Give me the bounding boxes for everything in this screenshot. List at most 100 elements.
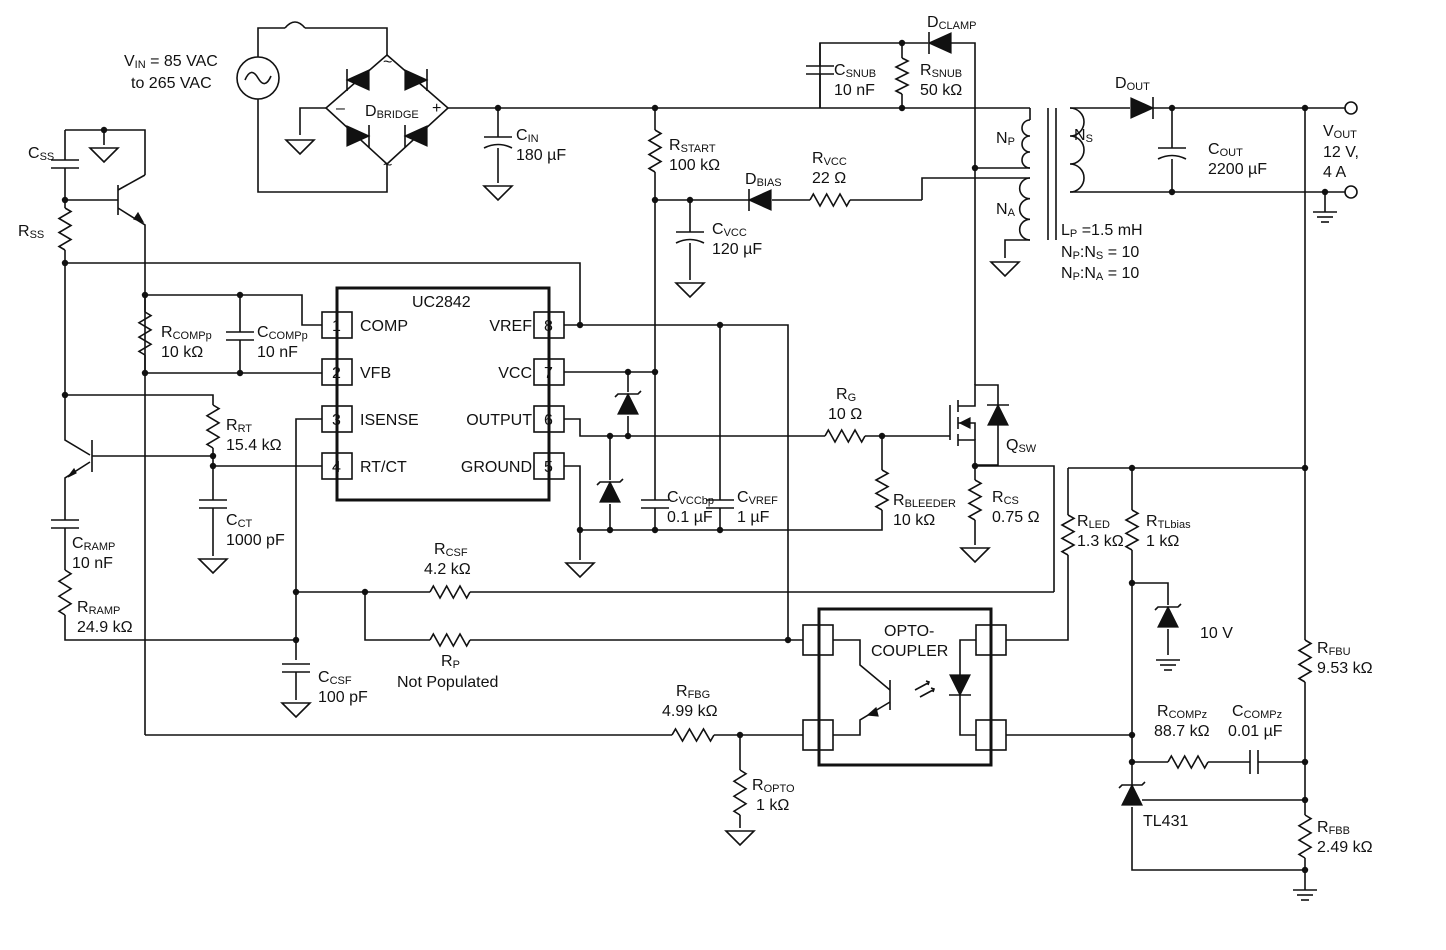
ropto-label: ROPTO [752,777,795,795]
rbleeder-resistor [874,469,890,511]
rg-label: RG [836,386,856,404]
junction-dot [1168,188,1176,196]
pin-box [533,405,565,433]
pin-box [321,358,353,386]
lp-label: LP =1.5 mH [1061,222,1143,240]
pnp-arrow [133,211,145,224]
rcompp-label: RCOMPp [161,324,212,342]
rcs-label-value: 0.75 Ω [992,509,1040,526]
pin-6-number: 6 [544,412,553,429]
ccompp-label: CCOMPp [257,324,308,342]
rp-label: RP [441,653,460,671]
rtn-terminal [1344,185,1358,199]
zener-10v-bar [1154,603,1182,611]
na-ground-icon [989,261,1021,278]
cout-label-value: 2200 µF [1208,161,1267,178]
bridge-tilde-top: ~ [383,54,392,71]
tl431-shunt [1121,783,1143,806]
pin-7-name: VCC [498,365,532,382]
rfbg-label: RFBG [676,683,710,701]
vin-label-2: to 265 VAC [131,75,212,92]
bridge-tilde-bottom: ~ [383,157,392,174]
wire [117,174,146,191]
cct-label-value: 1000 pF [226,532,285,549]
cvcc-capacitor-plate2 [675,238,705,244]
rramp-label: RRAMP [77,599,120,617]
csnub-label: CSNUB [834,62,876,80]
wire [975,465,1055,592]
wire [1006,560,1069,641]
rfbg-resistor [671,727,715,743]
rfbg-label-value: 4.99 kΩ [662,703,718,720]
junction-dot [624,432,632,440]
pin-box [533,358,565,386]
dbias-diode [747,189,772,211]
dbias-label: DBIAS [745,171,782,189]
rfbb-label: RFBB [1317,819,1350,837]
cvcc-label-value: 120 µF [712,241,762,258]
rvcc-label-value: 22 Ω [812,170,846,187]
uc2842-name: UC2842 [412,294,471,311]
wire [959,639,976,675]
zener-10v [1157,605,1179,628]
rfbb-resistor [1297,814,1313,859]
pin-1-number: 1 [332,318,341,335]
pin-box [321,405,353,433]
rstart-resistor [647,129,663,173]
dbridge-label: DBRIDGE [365,103,419,121]
junction-dot [576,526,584,534]
rp-value: Not Populated [397,674,498,691]
rss-resistor [57,207,73,251]
zener-1-bar [614,390,642,398]
junction-dot [606,526,614,534]
pin-3-name: ISENSE [360,412,419,429]
wire [64,395,91,456]
cvcc-label: CVCC [712,221,747,239]
junction-dot [236,369,244,377]
light-arrows-icon [914,682,934,698]
zener-voltage-label: 10 V [1200,625,1233,642]
tl431-shunt-bar [1118,781,1146,789]
cout-capacitor-plate2 [1157,154,1187,160]
rcompz-resistor [1167,754,1209,770]
pin-5-name: GROUND [461,459,532,476]
rrt-resistor [205,404,221,449]
tl431-label: TL431 [1143,813,1188,830]
zener-2 [599,480,621,503]
dout-diode [1130,97,1155,119]
rg-label-value: 10 Ω [828,406,862,423]
wire [1004,239,1030,258]
ac-source-icon [236,56,280,100]
bridge-ground-icon [284,139,316,156]
optocoupler-body [817,607,993,767]
bridge-diode-2 [404,69,429,91]
wire [958,384,999,408]
wire [364,592,430,641]
np-na-label: NP:NA = 10 [1061,265,1139,283]
ropto-label-value: 1 kΩ [756,797,789,814]
rcompz-label: RCOMPz [1157,703,1207,721]
cct-label: CCT [226,512,253,530]
wire [257,27,285,57]
optocoupler-label-1: OPTO- [884,623,934,640]
vin-label: VIN = 85 VAC [124,53,218,71]
components [51,21,1358,901]
wire [295,418,322,660]
pin-box [533,452,565,480]
wire [65,262,581,325]
junction-dot [61,259,69,267]
ic-ground-icon [564,562,596,579]
pin-box [533,311,565,339]
cin-label: CIN [516,127,539,145]
rvcc-resistor [809,192,851,208]
wire [299,107,326,135]
cin-capacitor-plate2 [483,143,513,149]
rp-resistor [429,632,471,648]
wire [64,615,296,641]
zener-2-bar [596,478,624,486]
ns-coil [1069,107,1085,193]
wire [951,42,976,385]
np-coil [1021,119,1031,169]
